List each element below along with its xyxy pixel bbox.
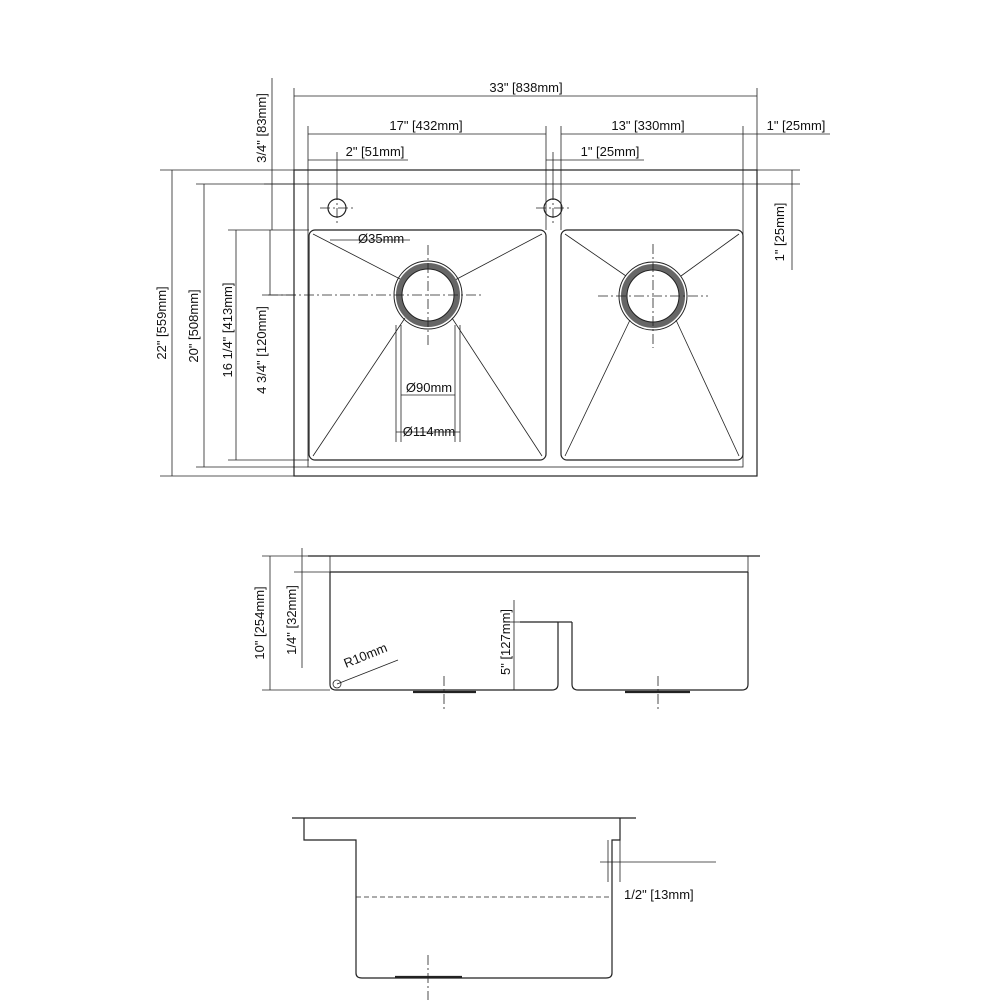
- back-deck-label: 3/4" [83mm]: [254, 93, 269, 163]
- inner-depth-label: 20" [508mm]: [186, 289, 201, 362]
- sink-outline: [293, 169, 758, 477]
- deck-inner-outline: [307, 183, 744, 468]
- right-bowl: [560, 229, 744, 461]
- top-view: [160, 78, 830, 477]
- overall-width-label: 33" [838mm]: [489, 80, 562, 95]
- left-drain-icon: [268, 245, 482, 345]
- front-margin-label: 1" [25mm]: [772, 203, 787, 262]
- right-bowl-width-label: 13" [330mm]: [611, 118, 684, 133]
- radius-marker-icon: [332, 679, 342, 689]
- drain-offset-label: 4 3/4" [120mm]: [254, 306, 269, 394]
- bowl-height-label: 10" [254mm]: [252, 586, 267, 659]
- divider-offset-label: 1" [25mm]: [581, 144, 640, 159]
- drain-outer-dia-label: Ø114mm: [403, 424, 456, 439]
- side-view: [292, 817, 716, 1000]
- overall-depth-label: 22" [559mm]: [154, 286, 169, 359]
- left-bowl: [308, 229, 547, 461]
- lip-label: 1/2" [13mm]: [624, 887, 694, 902]
- drain-inner-dia-label: Ø90mm: [406, 380, 452, 395]
- tap-hole-dia-label: Ø35mm: [358, 231, 404, 246]
- front-view: [262, 548, 760, 712]
- divider-height-label: 5" [127mm]: [498, 609, 513, 675]
- tap-hole-offset-label: 2" [51mm]: [346, 144, 405, 159]
- right-margin-label: 1" [25mm]: [767, 118, 826, 133]
- right-drain-icon: [598, 244, 708, 348]
- left-bowl-width-label: 17" [432mm]: [389, 118, 462, 133]
- flange-label: 1/4" [32mm]: [284, 585, 299, 655]
- bowl-depth-label: 16 1/4" [413mm]: [220, 283, 235, 378]
